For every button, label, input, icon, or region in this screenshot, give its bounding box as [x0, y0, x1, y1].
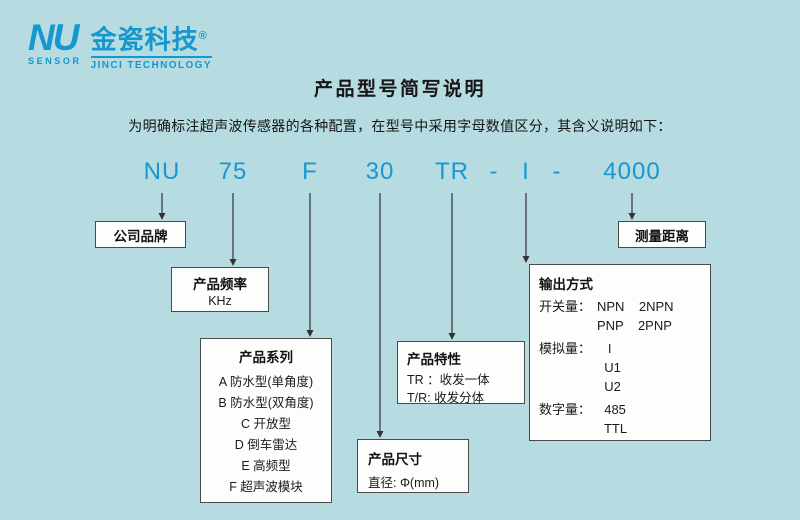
arrow-series: [306, 193, 314, 337]
code-segment-distance: 4000: [603, 158, 661, 185]
logo-nu-text: NU: [28, 17, 79, 58]
output-value-line: NPN 2NPN: [597, 299, 674, 314]
frequency-unit: KHz: [208, 294, 232, 308]
arrow-frequency: [229, 193, 237, 266]
box-product-size: 产品尺寸 直径: Φ(mm): [357, 439, 469, 493]
code-segment-feature: TR: [435, 158, 469, 185]
arrow-feature: [448, 193, 456, 340]
arrow-brand: [158, 193, 166, 220]
output-label-analog: 模拟量：: [539, 341, 592, 356]
series-item-b: B 防水型(双角度): [218, 396, 314, 410]
code-separator-2: -: [552, 158, 562, 185]
logo-sensor-text: SENSOR: [28, 56, 82, 66]
box-product-series: 产品系列 A 防水型(单角度) B 防水型(双角度) C 开放型 D 倒车雷达 …: [200, 338, 332, 503]
box-measure-distance: 测量距离: [618, 221, 706, 248]
output-values-analog: I U1 U2: [597, 339, 621, 396]
box-product-frequency-title: 产品频率: [193, 277, 247, 292]
logo: NU SENSOR 金瓷科技® JINCI TECHNOLOGY: [28, 17, 212, 71]
output-label-switch: 开关量：: [539, 299, 592, 314]
box-product-size-title: 产品尺寸: [368, 452, 422, 467]
output-value-line: U1: [597, 360, 621, 375]
subtitle: 为明确标注超声波传感器的各种配置，在型号中采用字母数值区分，其含义说明如下：: [128, 118, 672, 134]
code-separator-1: -: [489, 158, 499, 185]
code-segment-brand: NU: [143, 158, 181, 185]
page-title: 产品型号简写说明: [313, 79, 486, 100]
output-value-line: 485: [597, 402, 626, 417]
output-value-line: I: [597, 341, 612, 356]
code-segment-series: F: [302, 158, 318, 185]
size-detail: 直径: Φ(mm): [368, 476, 440, 490]
box-company-brand-title: 公司品牌: [113, 228, 168, 244]
logo-brand-cn-text: 金瓷科技: [90, 24, 199, 55]
output-group-digital: 数字量： 485 TTL: [539, 400, 701, 438]
feature-line-tr: TR ：收发一体: [407, 373, 490, 387]
arrow-output: [522, 193, 530, 263]
box-product-feature-title: 产品特性: [407, 352, 461, 367]
series-item-d: D 倒车雷达: [234, 438, 298, 452]
output-label-digital: 数字量：: [539, 402, 592, 417]
arrow-distance: [628, 193, 636, 220]
logo-brand-en: JINCI TECHNOLOGY: [90, 55, 212, 71]
box-output-mode-title: 输出方式: [539, 277, 593, 292]
logo-nu-block: NU SENSOR: [28, 17, 82, 66]
output-group-analog: 模拟量： I U1 U2: [539, 339, 701, 396]
logo-brand-cn: 金瓷科技®: [91, 22, 212, 54]
registered-trademark-icon: ®: [198, 30, 208, 42]
output-value-line: TTL: [597, 421, 628, 436]
series-item-e: E 高频型: [241, 459, 291, 473]
series-item-f: F 超声波模块: [229, 480, 303, 494]
output-value-line: PNP 2PNP: [597, 318, 672, 333]
code-segment-frequency: 75: [218, 158, 248, 185]
box-company-brand: 公司品牌: [95, 221, 186, 248]
output-value-line: U2: [597, 379, 621, 394]
box-product-series-title: 产品系列: [239, 350, 293, 365]
logo-brand-block: 金瓷科技® JINCI TECHNOLOGY: [90, 22, 212, 71]
feature-line-t-r: T/R: 收发分体: [407, 391, 485, 405]
code-segment-size: 30: [365, 158, 395, 185]
series-item-a: A 防水型(单角度): [218, 375, 314, 389]
series-item-c: C 开放型: [240, 417, 291, 431]
arrow-size: [376, 193, 384, 438]
code-segment-output: I: [522, 158, 530, 185]
output-group-switch: 开关量： NPN 2NPN PNP 2PNP: [539, 297, 701, 335]
box-product-frequency: 产品频率 KHz: [171, 267, 269, 312]
box-measure-distance-title: 测量距离: [635, 228, 689, 244]
output-values-digital: 485 TTL: [597, 400, 627, 438]
box-product-feature: 产品特性 TR ：收发一体 T/R: 收发分体: [397, 341, 525, 405]
output-values-switch: NPN 2NPN PNP 2PNP: [597, 297, 674, 335]
box-output-mode: 输出方式 开关量： NPN 2NPN PNP 2PNP 模拟量： I U1 U2…: [529, 264, 711, 441]
